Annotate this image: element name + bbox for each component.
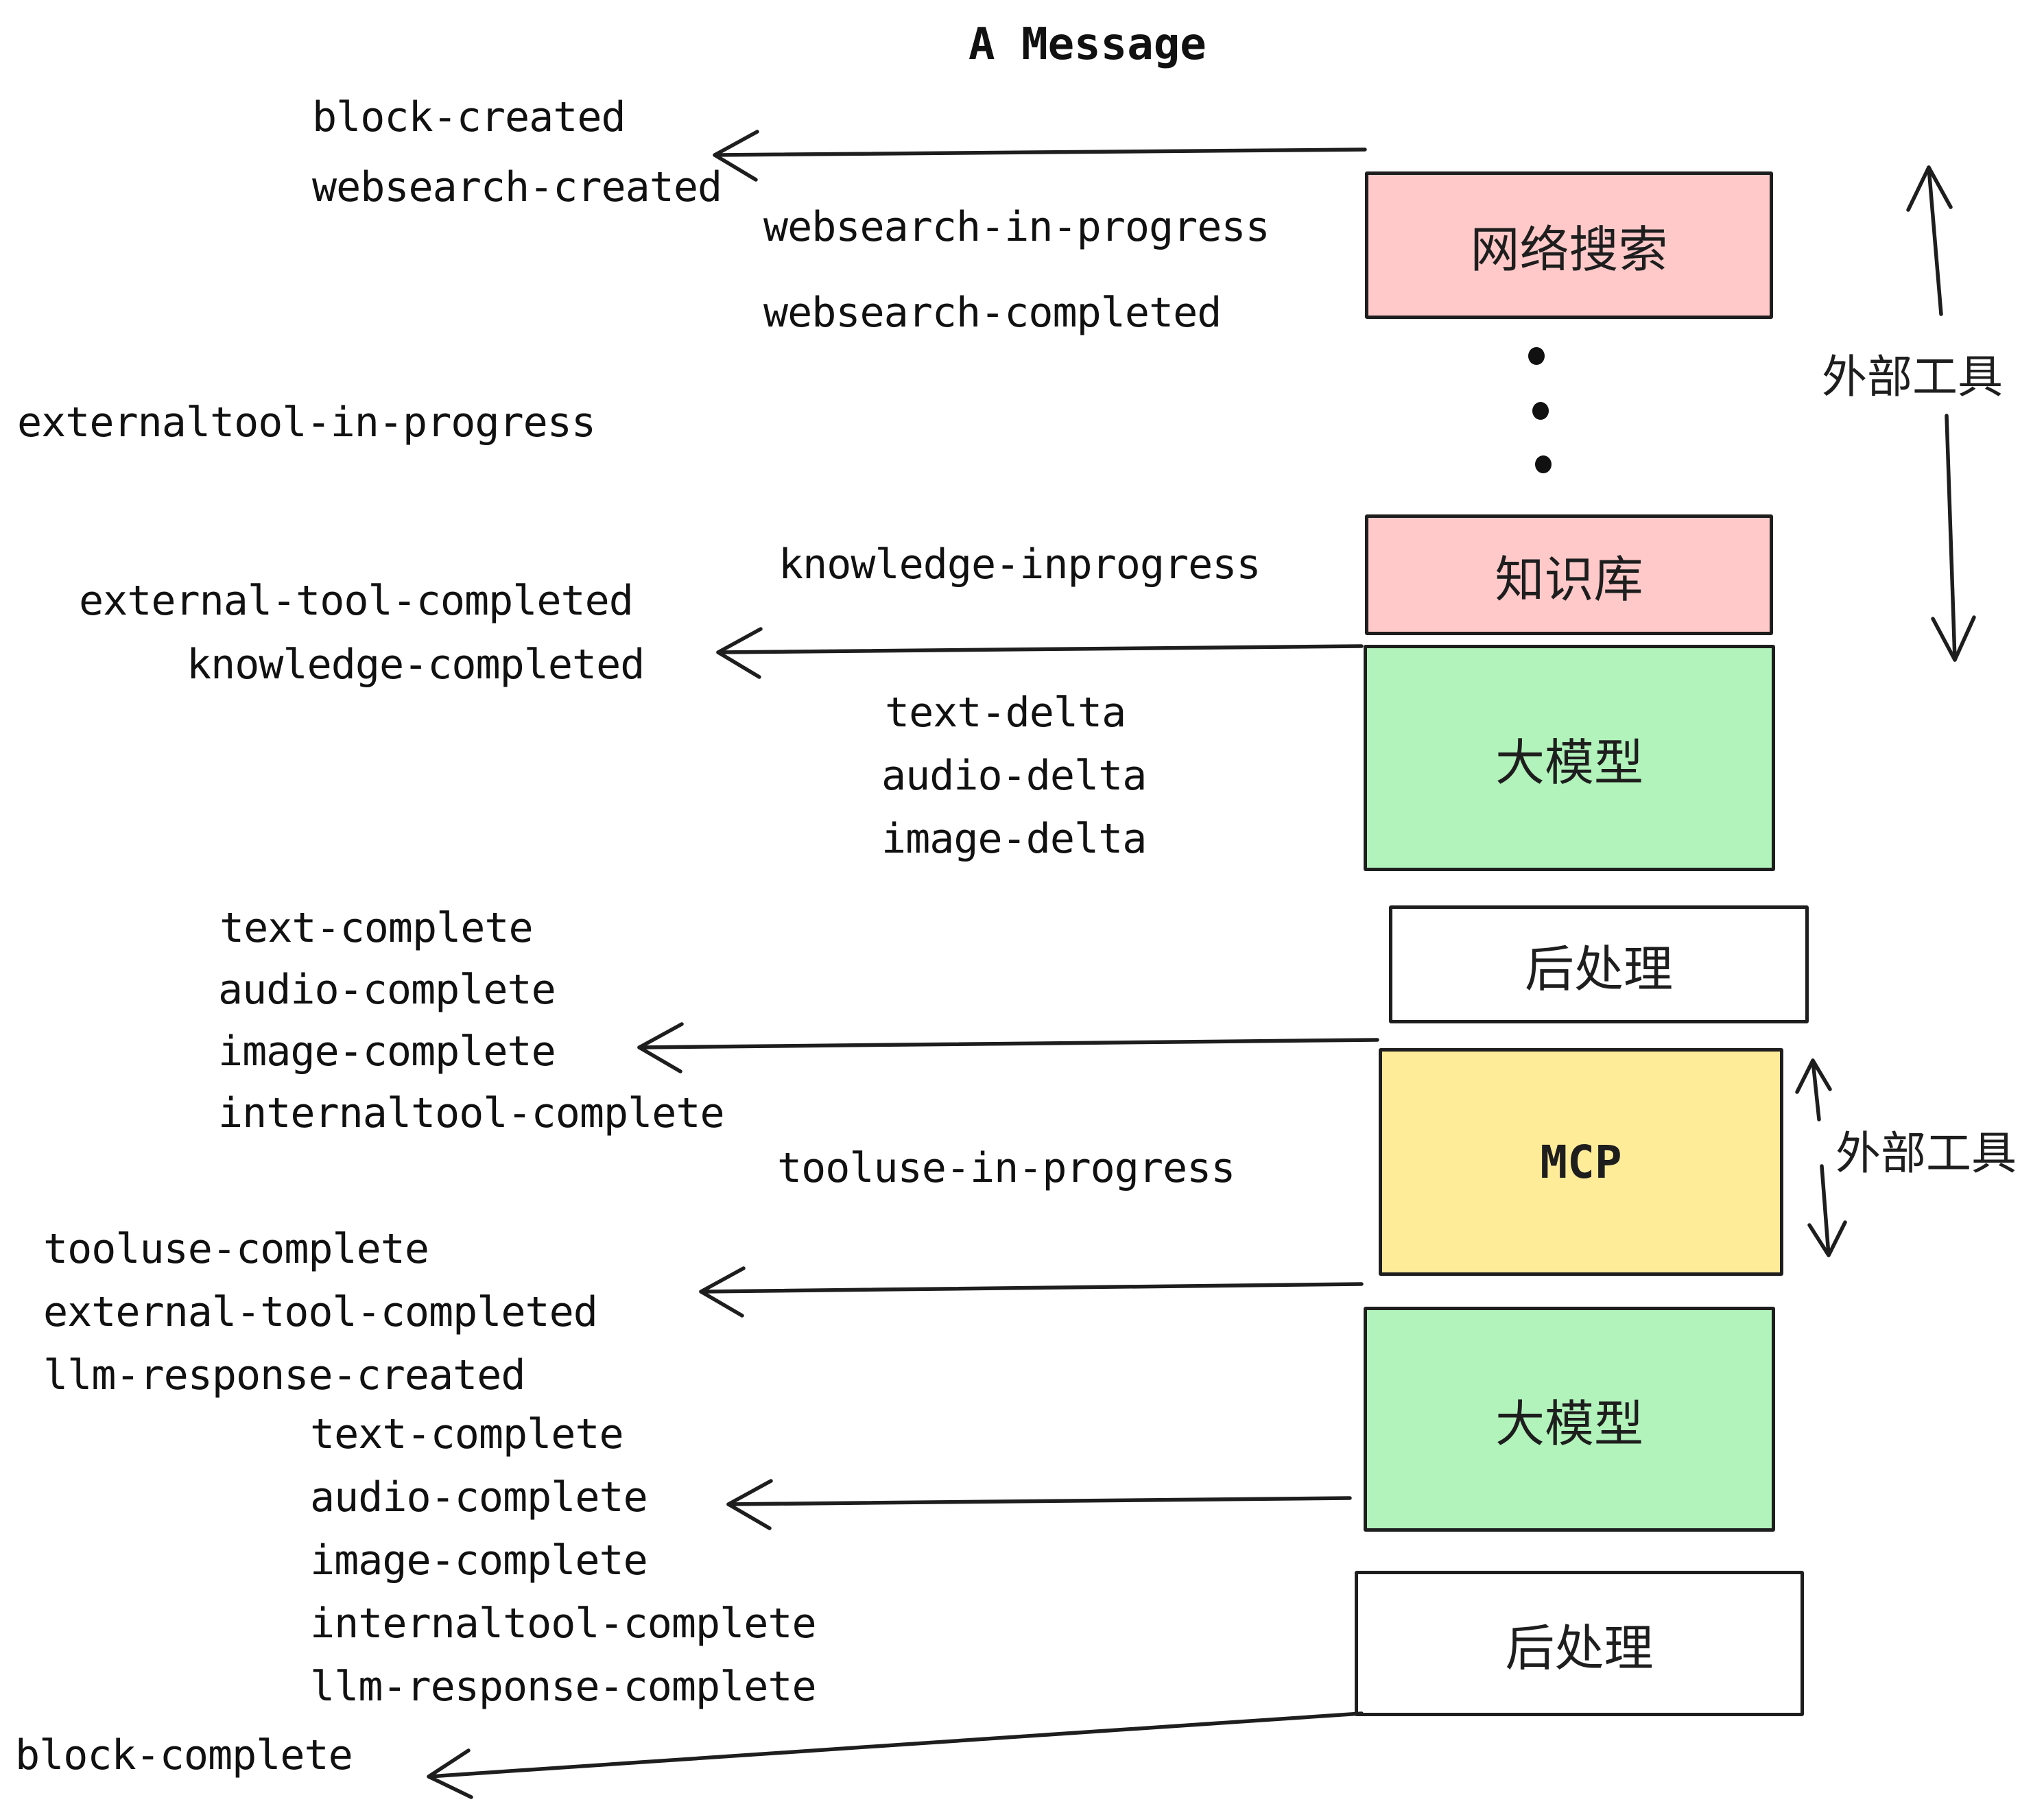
event-tooluse-in-progress: tooluse-in-progress — [777, 1144, 1235, 1192]
node-postprocess-2: 后处理 — [1355, 1571, 1804, 1716]
event-llm-response-created: llm-response-created — [43, 1351, 525, 1399]
event-text-complete-2: text-complete — [310, 1410, 624, 1458]
node-llm-1-label: 大模型 — [1495, 735, 1643, 791]
node-postprocess-2-label: 后处理 — [1505, 1621, 1654, 1676]
event-websearch-created: websearch-created — [312, 163, 722, 211]
event-audio-delta-1: audio-delta — [881, 752, 1147, 800]
arrow-websearch-to-created — [713, 130, 1367, 182]
event-llm-response-complete: llm-response-complete — [310, 1663, 817, 1711]
external-tools-annotation-1: 外部工具 — [1822, 351, 2003, 402]
event-knowledge-completed: knowledge-completed — [187, 641, 645, 689]
ellipsis-dot — [1528, 347, 1545, 365]
event-websearch-in-progress: websearch-in-progress — [763, 203, 1270, 251]
event-internaltool-complete-1: internaltool-complete — [218, 1089, 725, 1137]
event-external-tool-completed-1: external-tool-completed — [79, 577, 634, 625]
arrow-llm2-to-tooluse-complete — [699, 1266, 1364, 1318]
arrow-postprocess2-to-block-complete — [427, 1711, 1364, 1799]
external-tools-arrow-down-1 — [1931, 414, 1976, 662]
event-audio-complete-2: audio-complete — [310, 1473, 648, 1521]
event-external-tool-completed-2: external-tool-completed — [43, 1288, 598, 1336]
event-internaltool-complete-2: internaltool-complete — [310, 1600, 817, 1648]
event-text-complete-1: text-complete — [219, 904, 534, 952]
event-image-complete-1: image-complete — [218, 1028, 556, 1076]
external-tools-arrow-up-1 — [1906, 165, 1953, 316]
node-mcp: MCP — [1379, 1048, 1783, 1276]
arrow-mcp-to-image-complete — [637, 1022, 1379, 1073]
event-audio-complete-1: audio-complete — [218, 966, 556, 1014]
ellipsis-dot — [1532, 402, 1549, 420]
event-block-complete: block-complete — [15, 1731, 353, 1779]
diagram-title: A Message — [968, 19, 1207, 70]
node-knowledge: 知识库 — [1365, 514, 1773, 635]
event-tooluse-complete: tooluse-complete — [43, 1225, 429, 1273]
node-knowledge-label: 知识库 — [1495, 552, 1643, 608]
node-mcp-label: MCP — [1540, 1135, 1622, 1189]
event-text-delta-1: text-delta — [885, 689, 1126, 737]
event-externaltool-in-progress: externaltool-in-progress — [17, 399, 596, 447]
node-websearch: 网络搜索 — [1365, 171, 1773, 319]
external-tools-annotation-2: 外部工具 — [1835, 1128, 2017, 1178]
event-image-complete-2: image-complete — [310, 1536, 648, 1585]
node-postprocess-1: 后处理 — [1389, 905, 1809, 1023]
node-llm-2-label: 大模型 — [1495, 1397, 1643, 1452]
ellipsis-dot — [1535, 455, 1552, 473]
node-postprocess-1-label: 后处理 — [1524, 942, 1673, 997]
node-websearch-label: 网络搜索 — [1470, 223, 1668, 278]
event-knowledge-inprogress: knowledge-inprogress — [779, 541, 1261, 589]
event-websearch-completed: websearch-completed — [763, 289, 1222, 337]
arrow-llm1-to-knowledge-completed — [716, 627, 1364, 679]
event-image-delta-1: image-delta — [881, 815, 1147, 863]
event-block-created: block-created — [312, 93, 626, 141]
external-tools-arrow-up-2 — [1795, 1058, 1832, 1121]
node-llm-1: 大模型 — [1364, 645, 1775, 871]
node-llm-2: 大模型 — [1364, 1307, 1775, 1532]
arrow-llm2-to-audio-complete — [726, 1479, 1352, 1530]
